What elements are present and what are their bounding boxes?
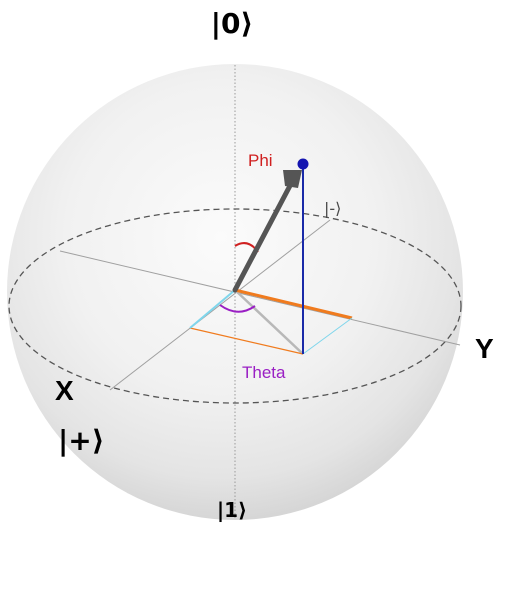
state-vector-arrowhead: [283, 170, 302, 188]
y-component-line: [234, 288, 353, 320]
y-axis-label: Y: [475, 333, 494, 364]
ket-zero-label: |0⟩: [211, 7, 254, 40]
ket-minus-label: |-⟩: [324, 199, 341, 218]
equator-ring: [8, 208, 462, 404]
state-vector: [232, 177, 296, 293]
theta-label: Theta: [242, 363, 286, 382]
y-component-helper: [189, 327, 304, 355]
ket-plus-label: |+⟩: [58, 424, 104, 457]
phi-label: Phi: [248, 151, 273, 170]
theta-arc: [219, 304, 256, 313]
y-axis: [59, 250, 461, 346]
x-component-line: [189, 289, 236, 329]
state-point: [297, 158, 309, 170]
equatorial-projection: [234, 289, 304, 355]
ket-one-label: |1⟩: [217, 498, 247, 522]
x-axis-label: X: [55, 375, 74, 406]
x-component-helper: [302, 317, 353, 355]
